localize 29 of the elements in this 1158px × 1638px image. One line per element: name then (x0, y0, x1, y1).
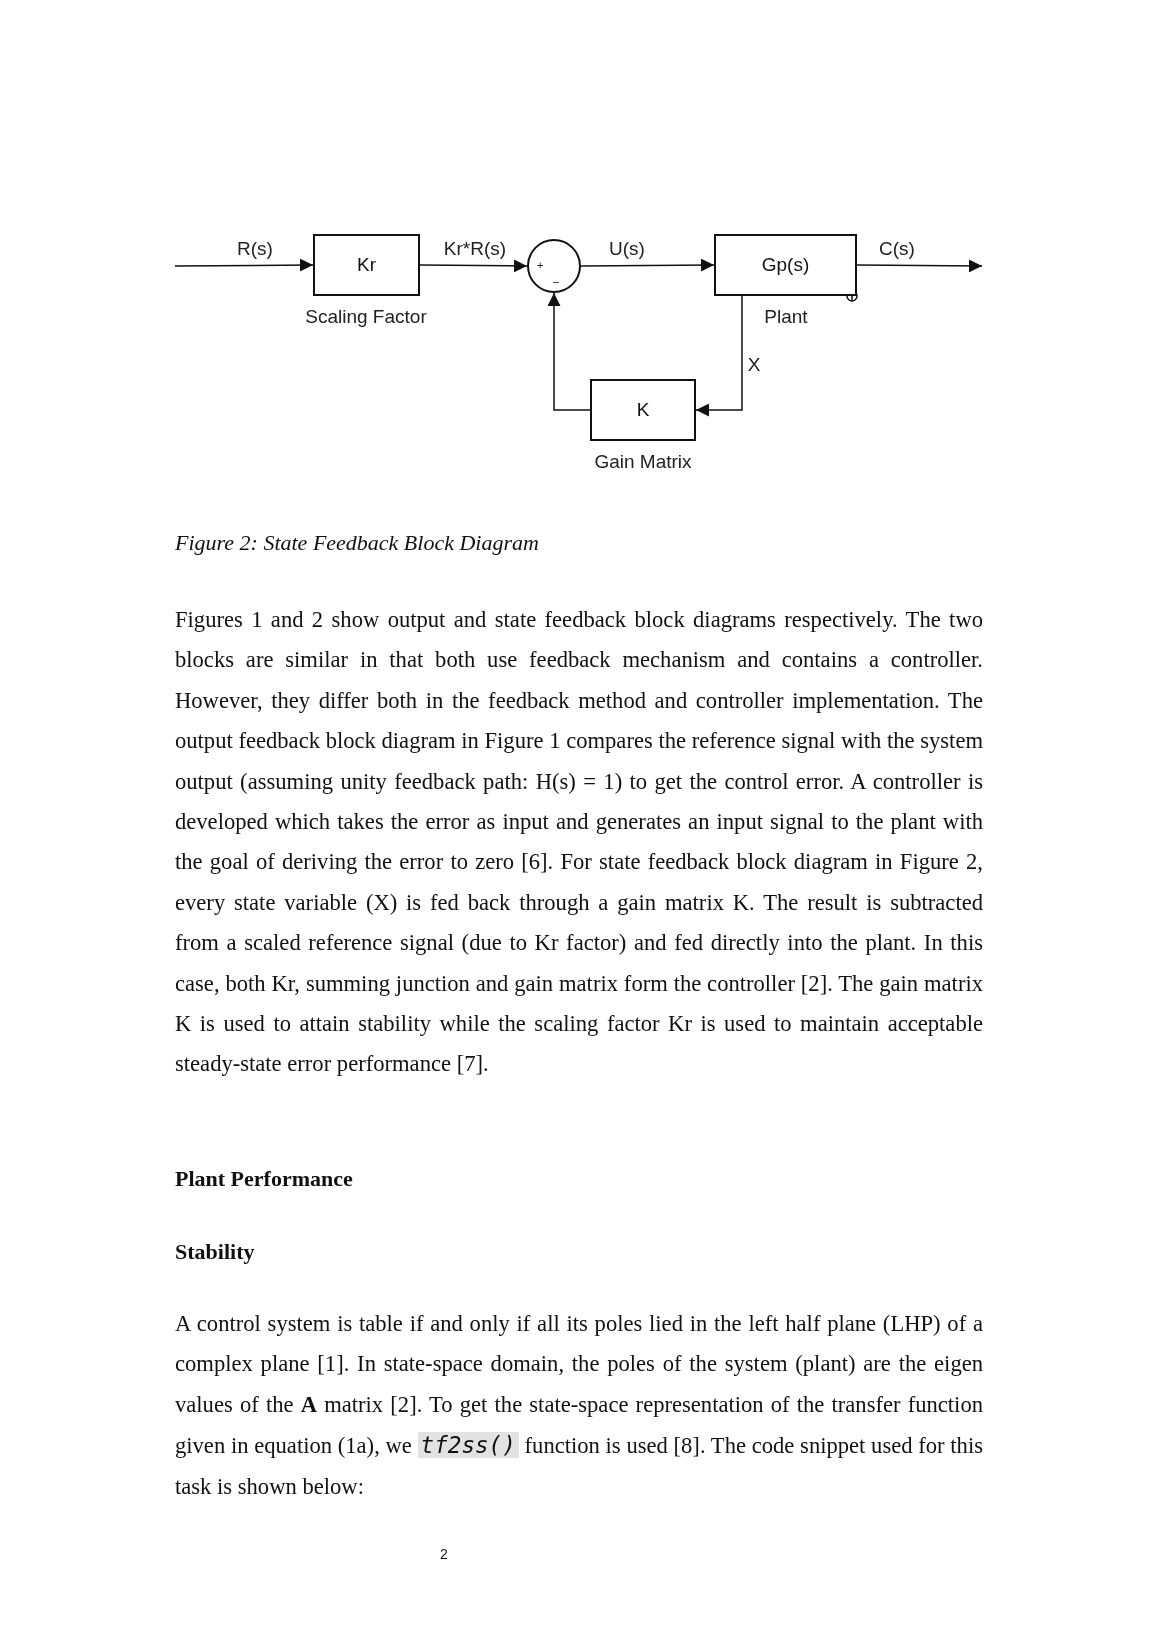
paragraph: Figures 1 and 2 show output and state feedback block diagrams respectively. The two blocks are similar in that both use feedback mechanism and contains a controller. However, they differ both in the feedback method and controller implementation. The output feedback block diagram in Figure 1 compares the reference signal with the system output (assuming unity feedback path: H(s) = 1) to get the control error. A controller is developed which takes the error as input and generates an input signal to the plant with the goal of deriving the error to zero [6]. For state feedback block diagram in Figure 2, every state variable (X) is fed back through a gain matrix K. The result is subtracted from a scaled reference signal (due to Kr factor) and fed directly into the plant. In this case, both Kr, summing junction and gain matrix form the controller [2]. The gain matrix K is used to attain stability while the scaling factor Kr is used to maintain acceptable steady-state error performance [7]. (175, 606, 983, 1079)
block-caption: Gain Matrix (594, 451, 692, 473)
edge-label: C(s) (879, 238, 915, 260)
sign-label: + (537, 259, 544, 271)
block (313, 234, 420, 296)
section-heading: Plant Performance (175, 1166, 353, 1192)
paragraph: A control system is table if and only if all its poles lied in the left half plane (LHP) of a complex plane [1]. In state-space domain, the poles of the system (plant) are the eigen values of the A matrix [2]. To get the state-space representation of the transfer function given in equation (1a), we tf2ss() function is used [8]. The code snippet used for this task is shown below: (175, 1310, 983, 1501)
subsection-heading: Stability (175, 1239, 255, 1265)
block-label: K (636, 399, 650, 421)
arrow (856, 259, 983, 273)
block-caption: Plant (764, 306, 808, 328)
figure-caption: Figure 2: State Feedback Block Diagram (175, 530, 539, 556)
edge-label: R(s) (237, 238, 273, 260)
edge-label: X (747, 354, 761, 376)
sign-label: – (553, 275, 560, 287)
arrow (580, 258, 715, 272)
page-number: 2 (440, 1546, 448, 1562)
edge-label: U(s) (609, 238, 645, 260)
block-label: Gp(s) (761, 254, 810, 276)
block (714, 234, 857, 296)
block (590, 379, 696, 441)
arrow (419, 259, 528, 273)
block-caption: Scaling Factor (305, 306, 427, 328)
arrow (695, 295, 743, 417)
arrow (547, 292, 591, 411)
block-label: Kr (357, 254, 376, 276)
edge-label: Kr*R(s) (443, 238, 507, 260)
summing-junction (527, 239, 581, 293)
arrow (174, 258, 314, 272)
